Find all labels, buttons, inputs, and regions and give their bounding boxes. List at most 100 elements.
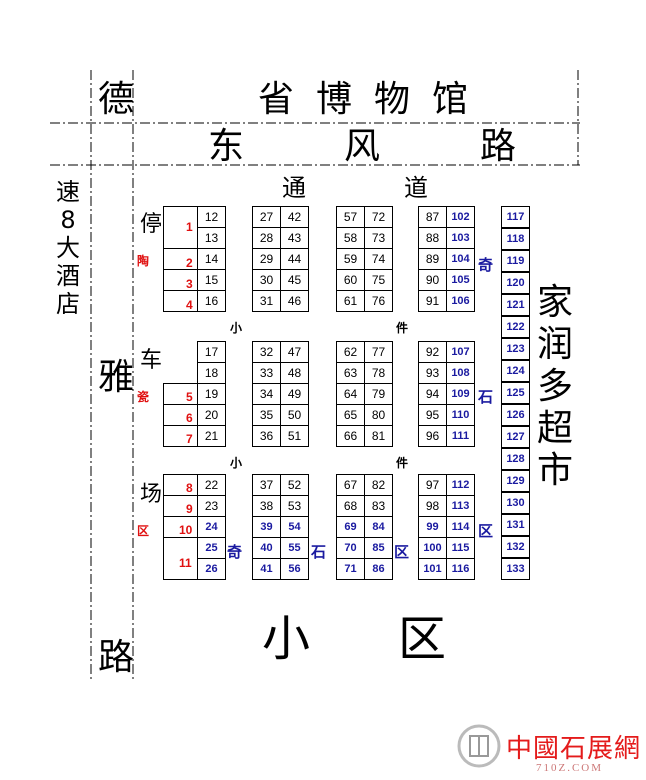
booth-104: 104 — [446, 248, 475, 270]
booth-103: 103 — [446, 227, 475, 249]
booth-128: 128 — [501, 448, 530, 470]
booth-53: 53 — [280, 495, 309, 517]
booth-116: 116 — [446, 558, 475, 580]
ceramic-number-5: 5 — [186, 390, 193, 404]
booth-48: 48 — [280, 362, 309, 384]
booth-97: 97 — [418, 474, 447, 496]
booth-61: 61 — [336, 290, 365, 312]
ceramic-number-10: 10 — [179, 523, 193, 537]
booth-14: 14 — [197, 248, 226, 270]
ceramic-number-1: 1 — [186, 220, 193, 234]
supermarket-char: 多 — [537, 366, 574, 407]
booth-55: 55 — [280, 537, 309, 559]
booth-129: 129 — [501, 470, 530, 492]
booth-87: 87 — [418, 206, 447, 228]
booth-27: 27 — [252, 206, 281, 228]
booth-13: 13 — [197, 227, 226, 249]
booth-30: 30 — [252, 269, 281, 291]
booth-46: 46 — [280, 290, 309, 312]
booth-131: 131 — [501, 514, 530, 536]
ya-road-top: 德 — [98, 79, 135, 120]
booth-19: 19 — [197, 383, 226, 405]
parking-char-1: 停 — [140, 212, 163, 237]
supermarket-label: 家 润 多 超 市 — [537, 285, 573, 489]
booth-69: 69 — [336, 516, 365, 538]
booth-106: 106 — [446, 290, 475, 312]
booth-95: 95 — [418, 404, 447, 426]
booth-21: 21 — [197, 425, 226, 447]
ceramic-number-6: 6 — [186, 411, 193, 425]
supermarket-char: 润 — [537, 324, 574, 365]
booth-31: 31 — [252, 290, 281, 312]
booth-91: 91 — [418, 290, 447, 312]
booth-132: 132 — [501, 536, 530, 558]
ya-road-bottom: 路 — [98, 637, 135, 678]
ya-road-mid: 雅 — [98, 357, 135, 398]
booth-119: 119 — [501, 250, 530, 272]
supermarket-char: 超 — [537, 408, 574, 449]
watermark-name: 中國石展網 — [506, 734, 642, 764]
booth-66: 66 — [336, 425, 365, 447]
parking-char-3: 场 — [140, 482, 163, 507]
booth-25: 25 — [197, 537, 226, 559]
booth-107: 107 — [446, 341, 475, 363]
booth-75: 75 — [364, 269, 393, 291]
booth-88: 88 — [418, 227, 447, 249]
booth-43: 43 — [280, 227, 309, 249]
hotel-char: 大 — [56, 234, 80, 262]
booth-110: 110 — [446, 404, 475, 426]
ceramic-number-11: 11 — [179, 556, 192, 570]
ceramic-tag: 区 — [137, 524, 150, 538]
booth-64: 64 — [336, 383, 365, 405]
booth-28: 28 — [252, 227, 281, 249]
booth-38: 38 — [252, 495, 281, 517]
stone-tag-qu: 区 — [478, 522, 494, 540]
booth-70: 70 — [336, 537, 365, 559]
booth-18: 18 — [197, 362, 226, 384]
booth-63: 63 — [336, 362, 365, 384]
booth-122: 122 — [501, 316, 530, 338]
small-item-label: 件 — [396, 456, 409, 470]
booth-51: 51 — [280, 425, 309, 447]
booth-72: 72 — [364, 206, 393, 228]
ceramic-number-3: 3 — [186, 277, 193, 291]
booth-83: 83 — [364, 495, 393, 517]
booth-23: 23 — [197, 495, 226, 517]
booth-12: 12 — [197, 206, 226, 228]
booth-81: 81 — [364, 425, 393, 447]
booth-121: 121 — [501, 294, 530, 316]
booth-47: 47 — [280, 341, 309, 363]
stone-tag-shi-2: 石 — [311, 543, 327, 561]
booth-29: 29 — [252, 248, 281, 270]
booth-50: 50 — [280, 404, 309, 426]
small-item-label: 件 — [396, 321, 409, 335]
booth-20: 20 — [197, 404, 226, 426]
booth-86: 86 — [364, 558, 393, 580]
ceramic-number-2: 2 — [186, 256, 193, 270]
booth-108: 108 — [446, 362, 475, 384]
booth-74: 74 — [364, 248, 393, 270]
booth-58: 58 — [336, 227, 365, 249]
stone-tag-shi: 石 — [478, 388, 494, 406]
booth-120: 120 — [501, 272, 530, 294]
booth-109: 109 — [446, 383, 475, 405]
booth-82: 82 — [364, 474, 393, 496]
hotel-char: 8 — [60, 206, 76, 234]
booth-84: 84 — [364, 516, 393, 538]
booth-115: 115 — [446, 537, 475, 559]
watermark-logo — [457, 724, 501, 768]
booth-133: 133 — [501, 558, 530, 580]
booth-98: 98 — [418, 495, 447, 517]
booth-85: 85 — [364, 537, 393, 559]
booth-123: 123 — [501, 338, 530, 360]
booth-54: 54 — [280, 516, 309, 538]
east-road-label: 东风路 — [208, 126, 617, 167]
museum-label: 省博物馆 — [258, 79, 491, 120]
booth-60: 60 — [336, 269, 365, 291]
passage-char-2: 道 — [404, 174, 428, 202]
booth-92: 92 — [418, 341, 447, 363]
residential-char-1: 小 — [262, 611, 311, 667]
booth-40: 40 — [252, 537, 281, 559]
